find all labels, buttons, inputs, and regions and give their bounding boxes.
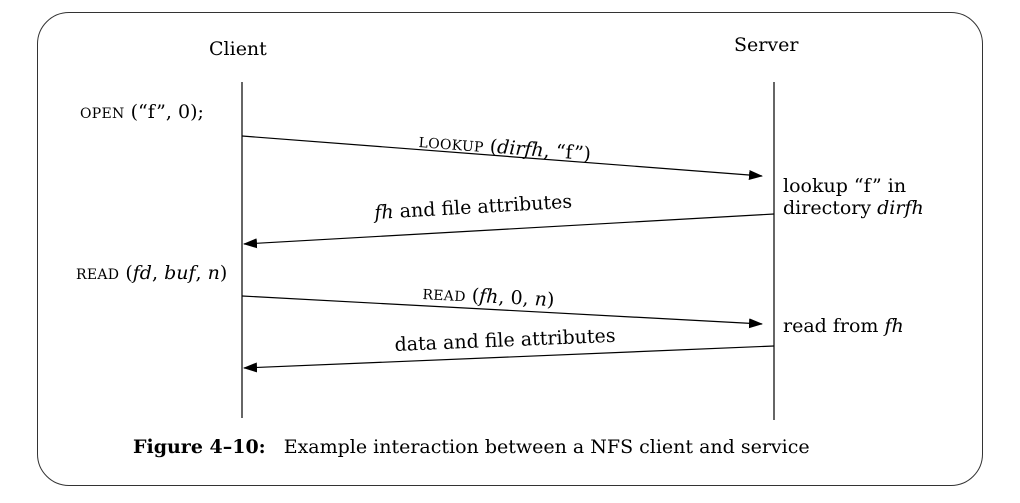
open-call-label: OPEN (“f”, 0); [80, 103, 204, 122]
caption-text: Example interaction between a NFS client… [283, 436, 810, 458]
read-message-mid: , 0, [497, 286, 536, 311]
read-note-plain: read from [783, 315, 885, 337]
lookup-note-line1: lookup “f” in [783, 175, 907, 197]
read-message-arg-fh: fh [478, 285, 500, 309]
server-label: Server [734, 34, 799, 56]
lookup-arrow [241, 135, 763, 180]
lookup-message-rest: , “f”) [542, 139, 592, 166]
open-call-args: (“f”, 0); [130, 101, 204, 123]
lookup-note-line2: directory dirfh [783, 197, 924, 219]
figure-caption: Figure 4–10: Example interaction between … [133, 436, 810, 458]
read-call-sep2: , [195, 262, 208, 284]
read-call-arg-buf: buf [164, 262, 196, 284]
open-call-name: OPEN [80, 106, 125, 122]
read-call-name: READ [76, 267, 120, 283]
figure-frame [37, 12, 983, 486]
lookup-message-arg-dirfh: dirfh [496, 136, 545, 162]
read-message-close: ) [546, 288, 555, 312]
fh-reply-arrow [243, 213, 775, 249]
read-call-label: READ (fd, buf, n) [76, 264, 227, 283]
caption-label: Figure 4–10: [133, 436, 266, 458]
read-message-name: READ [422, 287, 467, 306]
lookup-note-dirfh: dirfh [877, 197, 924, 220]
read-call-arg-n: n [207, 262, 220, 284]
read-call-arg-fd: fd [132, 262, 152, 284]
client-label: Client [209, 38, 267, 60]
fh-reply-fh: fh [373, 200, 395, 224]
read-call-paren-open: ( [125, 262, 133, 284]
read-note-fh: fh [884, 315, 904, 337]
lookup-server-note: lookup “f” in directory dirfh [783, 175, 924, 220]
read-arrow [241, 295, 763, 329]
lookup-note-directory: directory [783, 197, 878, 220]
read-server-note: read from fh [783, 317, 904, 336]
read-call-paren-close: ) [219, 262, 228, 284]
data-reply-arrow [243, 345, 775, 373]
read-call-sep1: , [151, 262, 165, 284]
